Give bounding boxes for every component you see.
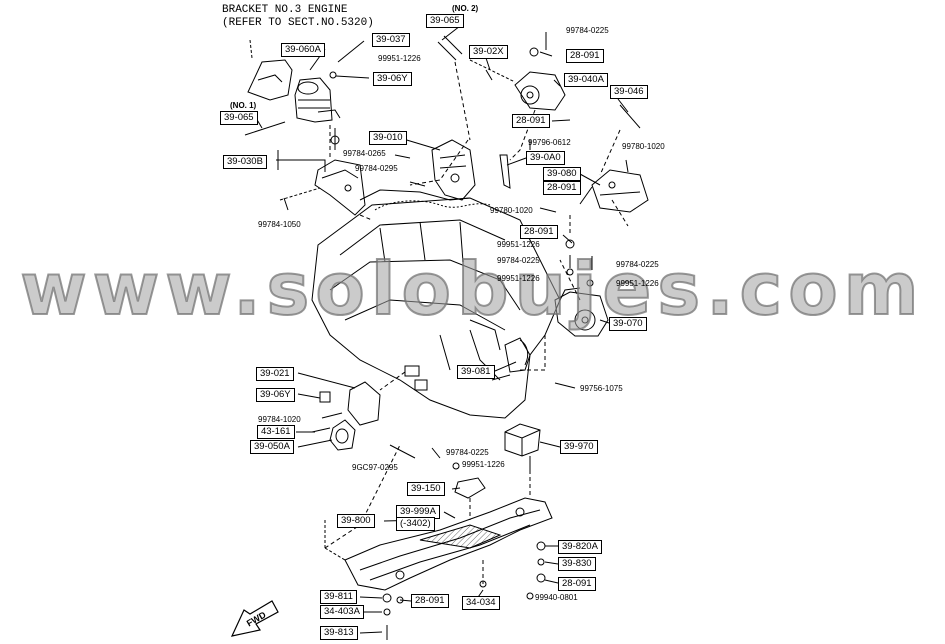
- watermark-text: www.solobujes.com: [19, 246, 925, 332]
- bracket-no3-drawing: [247, 39, 341, 123]
- part-99780-1020-right: 99780-1020: [622, 142, 665, 151]
- part-99756-1075: 99756-1075: [580, 384, 623, 393]
- bracket-39-081-drawing: [504, 337, 531, 373]
- callout-39-030B[interactable]: 39-030B: [223, 155, 267, 169]
- leader-lines: [255, 25, 629, 634]
- part-99951-1226-right: 99951-1226: [616, 279, 659, 288]
- part-99784-1050: 99784-1050: [258, 220, 301, 229]
- callout-39-050A[interactable]: 39-050A: [250, 440, 294, 454]
- callout-28-091-e[interactable]: 28-091: [558, 577, 596, 591]
- callout-28-091-a[interactable]: 28-091: [566, 49, 604, 63]
- mount-39-040A-drawing: [469, 59, 566, 111]
- mount-39-070-drawing: [554, 287, 609, 337]
- callout-39-06Y-lower[interactable]: 39-06Y: [256, 388, 295, 402]
- assembly-guide-lines: [324, 61, 629, 584]
- callout-39-970[interactable]: 39-970: [560, 440, 598, 454]
- part-99784-0265: 99784-0265: [343, 149, 386, 158]
- marker-no1: (NO. 1): [230, 101, 257, 110]
- callout-39-081[interactable]: 39-081: [457, 365, 495, 379]
- callout-39-06Y-top[interactable]: 39-06Y: [373, 72, 412, 86]
- part-99784-0225-right: 99784-0225: [616, 260, 659, 269]
- callout-39-065-left[interactable]: 39-065: [220, 111, 258, 125]
- part-99784-0295: 99784-0295: [355, 164, 398, 173]
- callout-39-080[interactable]: 39-080: [543, 167, 581, 181]
- callout-39-820A[interactable]: 39-820A: [558, 540, 602, 554]
- part-9GC97-0295: 9GC97-0295: [352, 463, 398, 472]
- callout-39-811[interactable]: 39-811: [320, 590, 357, 604]
- callout-43-161[interactable]: 43-161: [257, 425, 295, 439]
- part-99784-0225-lower: 99784-0225: [446, 448, 489, 457]
- callout-39-060A[interactable]: 39-060A: [281, 43, 325, 57]
- callout-28-091-d[interactable]: 28-091: [520, 225, 558, 239]
- header-line-2: (REFER TO SECT.NO.5320): [222, 17, 374, 29]
- part-99951-1226-top: 99951-1226: [378, 54, 421, 63]
- part-99780-1020-mid: 99780-1020: [490, 206, 533, 215]
- callout-39-065-top[interactable]: 39-065: [426, 14, 464, 28]
- callout-39-0A0[interactable]: 39-0A0: [526, 151, 565, 165]
- callout-28-091-c[interactable]: 28-091: [543, 181, 581, 195]
- callout-minus-3402[interactable]: (-3402): [396, 517, 435, 531]
- callout-39-070[interactable]: 39-070: [609, 317, 647, 331]
- callout-39-830[interactable]: 39-830: [558, 557, 596, 571]
- callout-39-800[interactable]: 39-800: [337, 514, 375, 528]
- callout-39-037[interactable]: 39-037: [372, 33, 410, 47]
- engine-block-drawing: [311, 189, 561, 419]
- marker-no2: (NO. 2): [452, 4, 479, 13]
- callout-28-091-f[interactable]: 28-091: [411, 594, 449, 608]
- part-99951-1226-lower: 99951-1226: [462, 460, 505, 469]
- fasteners-drawing: [244, 32, 641, 640]
- mount-39-050A-drawing: [319, 381, 416, 459]
- part-99951-1226-mid-a: 99951-1226: [497, 240, 540, 249]
- callout-39-046[interactable]: 39-046: [610, 85, 648, 99]
- bracket-39-0A0-drawing: [499, 154, 511, 189]
- callout-34-034[interactable]: 34-034: [462, 596, 500, 610]
- callout-39-02X[interactable]: 39-02X: [469, 45, 508, 59]
- callout-39-813[interactable]: 39-813: [320, 626, 358, 640]
- callout-39-021[interactable]: 39-021: [256, 367, 294, 381]
- part-99784-1020: 99784-1020: [258, 415, 301, 424]
- callout-39-010[interactable]: 39-010: [369, 131, 407, 145]
- bracket-39-150-drawing: [454, 477, 486, 499]
- part-99940-0801: 99940-0801: [535, 593, 578, 602]
- part-99784-0225-mid: 99784-0225: [497, 256, 540, 265]
- bracket-39-080-drawing: [591, 169, 649, 213]
- part-99796-0612: 99796-0612: [528, 138, 571, 147]
- callout-34-403A[interactable]: 34-403A: [320, 605, 364, 619]
- callout-39-040A[interactable]: 39-040A: [564, 73, 608, 87]
- part-99951-1226-mid-b: 99951-1226: [497, 274, 540, 283]
- mount-39-010-drawing: [431, 139, 476, 201]
- callout-39-150[interactable]: 39-150: [407, 482, 445, 496]
- crossmember-39-800-drawing: [324, 497, 553, 591]
- damper-39-970-drawing: [504, 423, 541, 470]
- fwd-arrow-icon: [230, 600, 279, 637]
- header-line-1: BRACKET NO.3 ENGINE: [222, 4, 348, 16]
- callout-28-091-b[interactable]: 28-091: [512, 114, 550, 128]
- bracket-39-030B-drawing: [279, 159, 366, 216]
- part-99784-0225-top: 99784-0225: [566, 26, 609, 35]
